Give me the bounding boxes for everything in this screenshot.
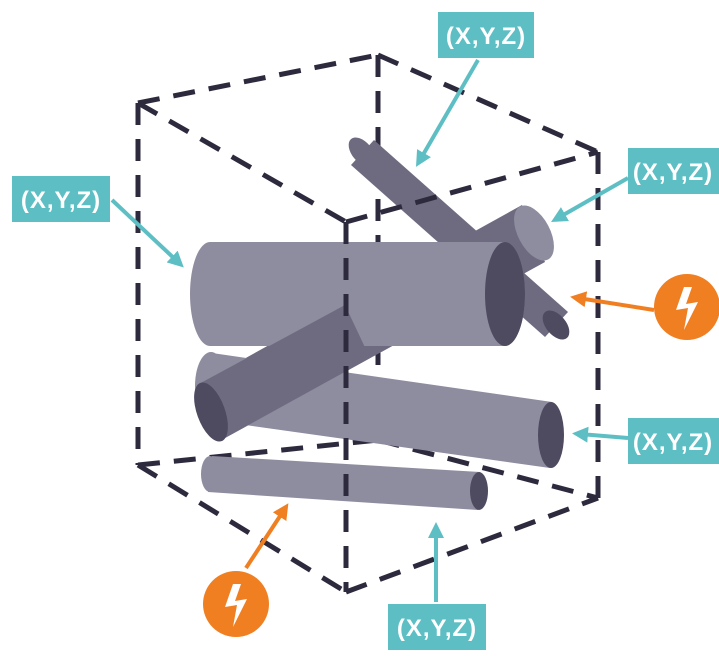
coord-label-top: (X,Y,Z) bbox=[438, 12, 534, 58]
box-edge-bottom-front-left bbox=[136, 462, 348, 595]
cylinder-diagonal-large-front bbox=[194, 305, 370, 442]
lightning-bolt-icon bbox=[654, 274, 719, 340]
arrow-left bbox=[110, 198, 184, 268]
coord-label-bottom: (X,Y,Z) bbox=[388, 604, 486, 650]
coord-label-right-upper-text: (X,Y,Z) bbox=[633, 159, 713, 186]
arrow-right-lower bbox=[572, 426, 629, 443]
box-edge-top-front-right bbox=[345, 149, 599, 225]
pointer-arrows-orange bbox=[244, 291, 655, 570]
coord-label-top-text: (X,Y,Z) bbox=[446, 23, 526, 50]
box-edge-top-left bbox=[137, 52, 379, 106]
coord-label-right-upper: (X,Y,Z) bbox=[628, 148, 719, 194]
cylinder-horizontal-large bbox=[190, 242, 525, 346]
lightning-bolt-icon bbox=[203, 571, 269, 637]
box-edge-back-bottom-right bbox=[377, 437, 599, 501]
arrow-right-upper bbox=[551, 176, 629, 222]
coord-label-right-lower-text: (X,Y,Z) bbox=[633, 429, 713, 456]
bounding-box-front bbox=[135, 52, 601, 595]
pointer-arrows-teal bbox=[110, 58, 629, 602]
coord-label-left-text: (X,Y,Z) bbox=[21, 187, 101, 214]
coord-label-bottom-text: (X,Y,Z) bbox=[397, 615, 477, 642]
box-edge-top-right bbox=[376, 52, 600, 155]
box-edge-back-bottom-left bbox=[137, 437, 379, 468]
box-edge-top-front-left bbox=[136, 100, 348, 225]
coord-label-left: (X,Y,Z) bbox=[12, 176, 110, 222]
box-edge-bottom-front-right bbox=[345, 495, 599, 595]
coord-label-right-lower: (X,Y,Z) bbox=[628, 418, 719, 464]
arrow-fault-right bbox=[570, 291, 655, 312]
arrow-fault-bottom bbox=[244, 503, 289, 570]
arrow-top bbox=[415, 58, 480, 167]
